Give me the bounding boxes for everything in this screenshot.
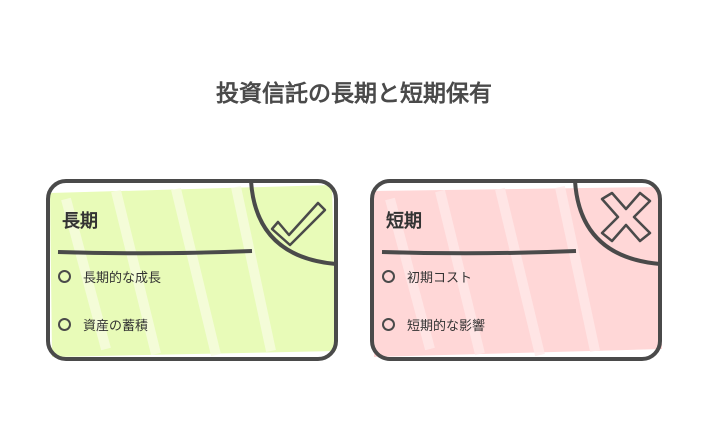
card-frame: [370, 179, 662, 361]
corner-arc: [573, 180, 661, 266]
card-heading: 短期: [386, 211, 422, 232]
list-item: 短期的な影響: [382, 314, 485, 334]
bullet-icon: [382, 269, 395, 283]
heading-divider: [57, 249, 253, 256]
list-item-label: 初期コスト: [407, 270, 473, 286]
page-title: 投資信託の長期と短期保有: [216, 81, 492, 107]
card-frame: [46, 179, 338, 361]
bullet-icon: [58, 269, 71, 283]
heading-divider: [381, 249, 577, 256]
list-item: 初期コスト: [382, 266, 472, 286]
card-long-term: 長期 長期的な成長 資産の蓄積: [46, 179, 338, 361]
check-icon: [270, 201, 327, 247]
list-item-label: 短期的な影響: [407, 318, 486, 334]
x-icon: [600, 191, 652, 243]
card-border: [46, 179, 338, 361]
corner-arc: [249, 180, 337, 266]
list-item: 長期的な成長: [58, 266, 161, 286]
card-short-term: 短期 初期コスト 短期的な影響: [370, 179, 662, 361]
bullet-icon: [382, 317, 395, 331]
list-item-label: 長期的な成長: [83, 270, 162, 286]
card-heading: 長期: [62, 211, 98, 232]
list-item-label: 資産の蓄積: [83, 318, 149, 334]
card-border: [370, 179, 662, 361]
bullet-icon: [58, 317, 71, 331]
list-item: 資産の蓄積: [58, 314, 148, 334]
